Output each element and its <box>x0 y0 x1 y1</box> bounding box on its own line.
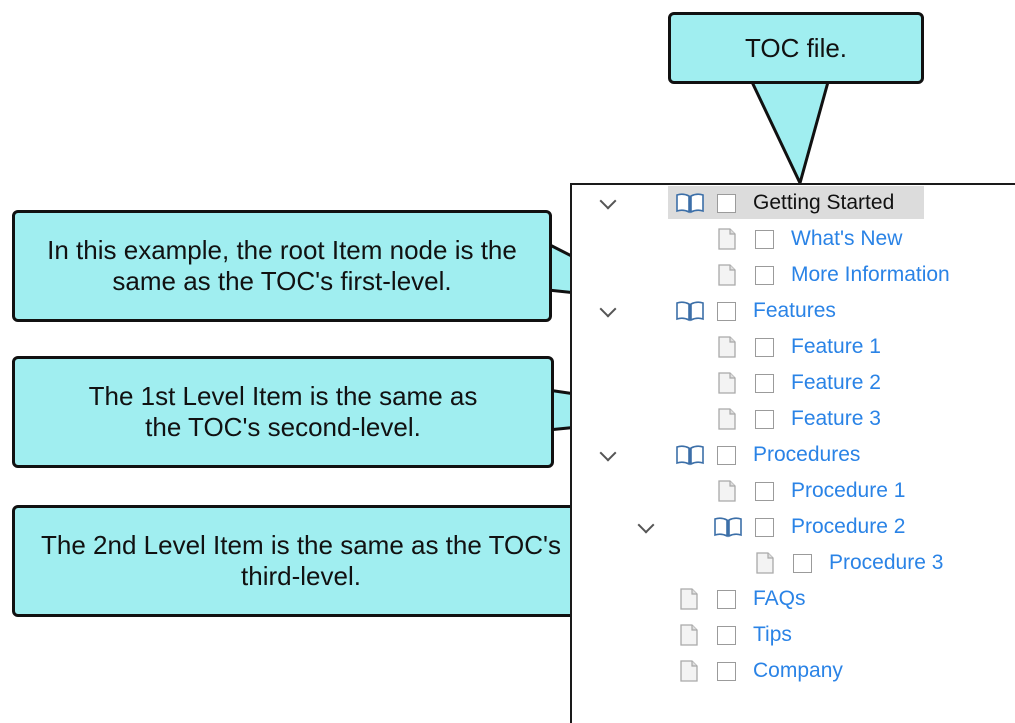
page-icon <box>718 480 736 502</box>
tree-item-label[interactable]: Company <box>753 659 843 682</box>
item-checkbox[interactable] <box>755 410 774 429</box>
item-checkbox[interactable] <box>717 446 736 465</box>
tree-item-label[interactable]: Getting Started <box>753 191 895 214</box>
callout-first-level: The 1st Level Item is the same as the TO… <box>12 356 554 468</box>
toc-tree-panel <box>570 183 1015 723</box>
tree-item-label[interactable]: Feature 2 <box>791 371 881 394</box>
book-icon <box>675 192 705 214</box>
book-icon <box>713 516 743 538</box>
page-icon <box>718 228 736 250</box>
item-checkbox[interactable] <box>755 374 774 393</box>
callout-toc-file: TOC file. <box>668 12 924 84</box>
page-icon <box>718 336 736 358</box>
page-icon <box>680 660 698 682</box>
page-icon <box>680 588 698 610</box>
page-icon <box>680 624 698 646</box>
callout-root-item: In this example, the root Item node is t… <box>12 210 552 322</box>
book-icon <box>675 300 705 322</box>
item-checkbox[interactable] <box>717 626 736 645</box>
item-checkbox[interactable] <box>755 230 774 249</box>
item-checkbox[interactable] <box>793 554 812 573</box>
tree-item-label[interactable]: Features <box>753 299 836 322</box>
callout-second-level-text: The 2nd Level Item is the same as the TO… <box>41 530 561 591</box>
item-checkbox[interactable] <box>755 338 774 357</box>
item-checkbox[interactable] <box>755 518 774 537</box>
tree-item-label[interactable]: Procedure 2 <box>791 515 906 538</box>
callout-first-level-text: The 1st Level Item is the same as the TO… <box>88 381 478 442</box>
page-icon <box>718 372 736 394</box>
tree-item-label[interactable]: Procedure 1 <box>791 479 906 502</box>
item-checkbox[interactable] <box>755 482 774 501</box>
tree-item-label[interactable]: What's New <box>791 227 903 250</box>
callout-second-level: The 2nd Level Item is the same as the TO… <box>12 505 590 617</box>
page-icon <box>718 408 736 430</box>
tree-item-label[interactable]: Tips <box>753 623 792 646</box>
book-icon <box>675 444 705 466</box>
tree-item-label[interactable]: More Information <box>791 263 950 286</box>
item-checkbox[interactable] <box>755 266 774 285</box>
tree-item-label[interactable]: Feature 3 <box>791 407 881 430</box>
tree-item-label[interactable]: FAQs <box>753 587 806 610</box>
page-icon <box>756 552 774 574</box>
tree-item-label[interactable]: Procedure 3 <box>829 551 944 574</box>
callout-root-item-text: In this example, the root Item node is t… <box>47 235 517 296</box>
page-icon <box>718 264 736 286</box>
item-checkbox[interactable] <box>717 662 736 681</box>
selected-row-highlight <box>668 186 924 219</box>
tree-item-label[interactable]: Feature 1 <box>791 335 881 358</box>
item-checkbox[interactable] <box>717 194 736 213</box>
tree-item-label[interactable]: Procedures <box>753 443 861 466</box>
item-checkbox[interactable] <box>717 302 736 321</box>
item-checkbox[interactable] <box>717 590 736 609</box>
callout-toc-file-text: TOC file. <box>744 32 848 63</box>
